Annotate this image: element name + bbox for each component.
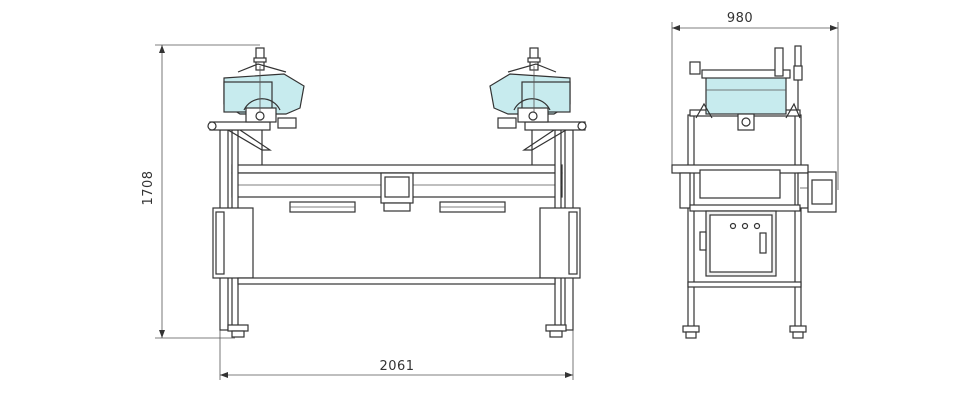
side-view: 980 (671, 11, 839, 339)
side-motor-unit (800, 171, 837, 213)
left-head-support (207, 121, 272, 165)
right-machining-head (489, 47, 571, 129)
right-leg-assembly (539, 129, 581, 338)
center-box (380, 172, 414, 212)
width-dimension: 2061 (219, 300, 574, 380)
width-dimension-label: 2061 (379, 359, 414, 374)
front-view: 1708 2061 (141, 44, 587, 380)
side-width-dimension-label: 980 (727, 11, 753, 26)
height-dimension: 1708 (141, 44, 260, 339)
right-head-support (522, 121, 587, 165)
left-machining-head (223, 47, 305, 129)
side-head (689, 45, 803, 131)
side-width-dimension: 980 (671, 11, 839, 190)
lower-crossbar (237, 277, 556, 285)
height-dimension-label: 1708 (141, 170, 156, 205)
side-frame (671, 114, 809, 339)
electrical-box (699, 210, 777, 277)
drawers (289, 201, 506, 213)
left-leg-assembly (212, 129, 254, 338)
